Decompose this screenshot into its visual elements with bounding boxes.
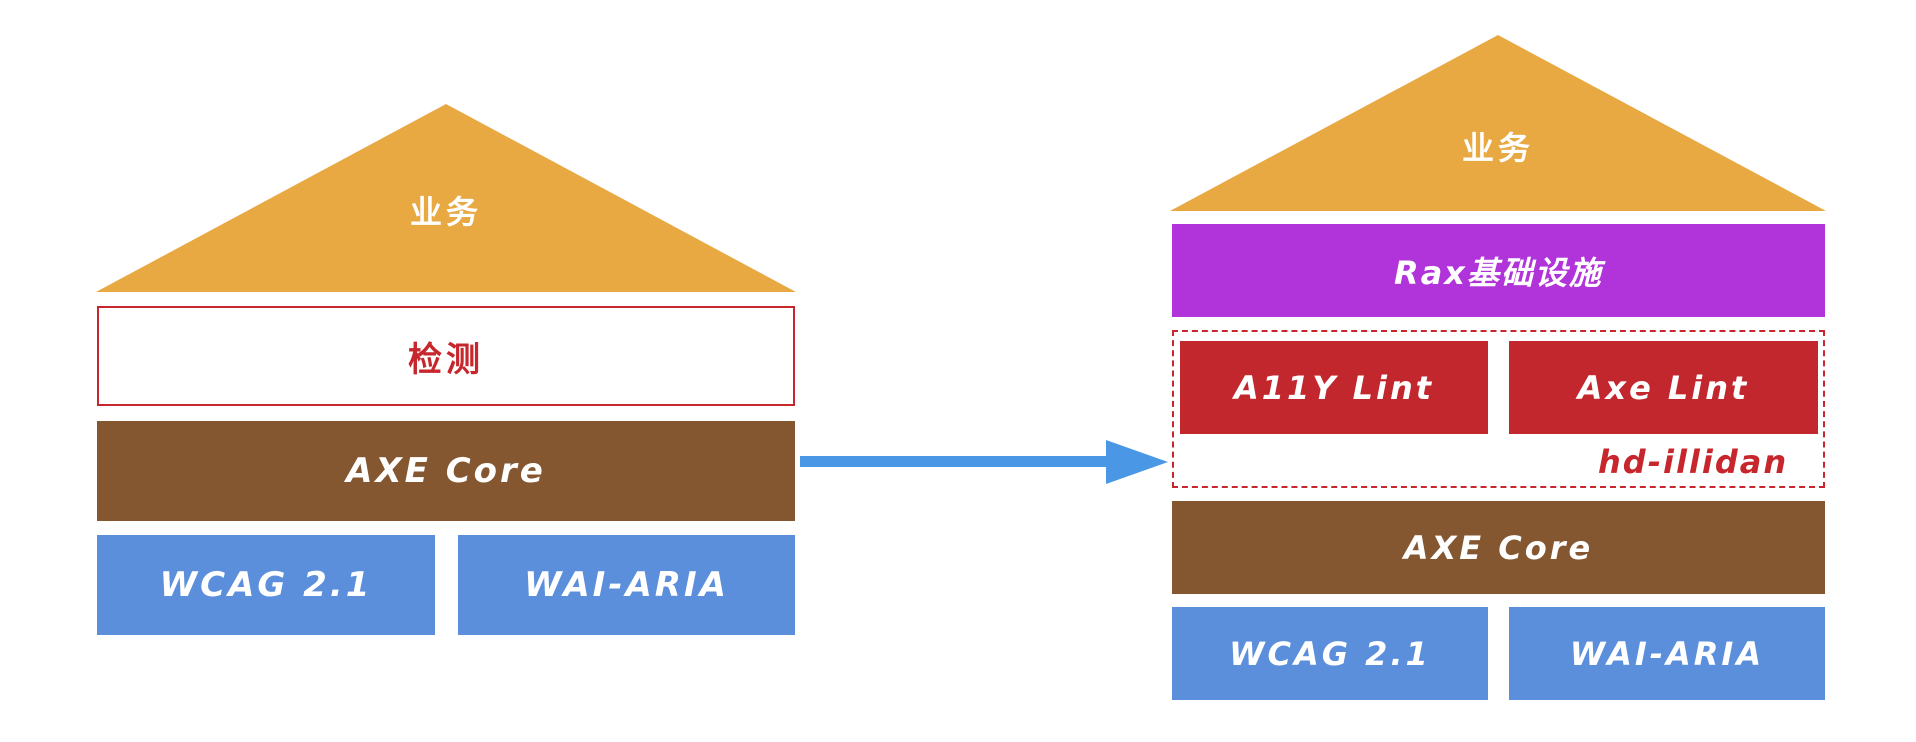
left-standard-aria-label: WAI-ARIA: [524, 565, 729, 605]
arrow-shaft: [800, 456, 1110, 467]
right-roof: [1170, 35, 1826, 211]
right-roof-label: 业务: [1461, 129, 1534, 167]
right-rax-label: Rax基础设施: [1394, 253, 1603, 292]
left-roof-label: 业务: [409, 193, 482, 231]
right-standard-aria-box: WAI-ARIA: [1509, 607, 1825, 700]
right-axe-core-box: AXE Core: [1172, 501, 1825, 594]
left-detect-label: 检测: [408, 339, 484, 380]
left-detect-box: 检测: [97, 306, 795, 406]
arrow-right-icon: [800, 440, 1168, 484]
right-standard-aria-label: WAI-ARIA: [1569, 634, 1765, 673]
left-axe-core-box: AXE Core: [97, 421, 795, 521]
right-axe-core-label: AXE Core: [1403, 528, 1594, 567]
hd-illidan-label: hd-illidan: [1598, 443, 1789, 481]
left-roof: [96, 104, 796, 292]
right-rax-box: Rax基础设施: [1172, 224, 1825, 317]
left-standard-aria-box: WAI-ARIA: [458, 535, 795, 635]
hd-illidan-group: [1172, 330, 1825, 488]
left-standard-wcag-label: WCAG 2.1: [159, 565, 373, 605]
left-axe-core-label: AXE Core: [346, 451, 546, 491]
right-lint-a11y-box: A11Y Lint: [1180, 341, 1488, 434]
left-roof-shape: [96, 104, 796, 292]
right-standard-wcag-box: WCAG 2.1: [1172, 607, 1488, 700]
right-lint-axe-label: Axe Lint: [1577, 368, 1750, 407]
right-lint-a11y-label: A11Y Lint: [1233, 368, 1435, 407]
left-standard-wcag-box: WCAG 2.1: [97, 535, 435, 635]
right-standard-wcag-label: WCAG 2.1: [1229, 634, 1431, 673]
right-roof-shape: [1170, 35, 1826, 211]
right-lint-axe-box: Axe Lint: [1509, 341, 1818, 434]
arrow-head: [1106, 440, 1168, 484]
